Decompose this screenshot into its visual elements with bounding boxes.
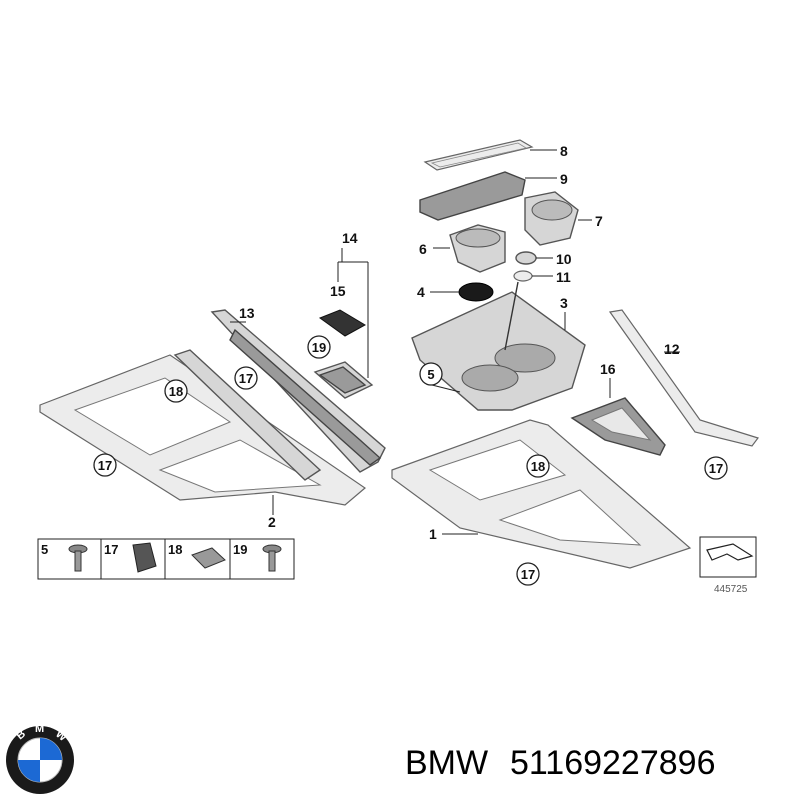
insert-part-10	[515, 251, 537, 265]
callout-4: 4	[417, 284, 425, 300]
circled-label-5: 5	[419, 362, 443, 386]
svg-text:19: 19	[312, 340, 326, 355]
circled-label-17-left-top: 17	[234, 366, 258, 390]
arrow-icon	[706, 543, 754, 561]
legend-number-17: 17	[104, 542, 118, 557]
part-number: 51169227896	[510, 744, 715, 782]
callout-9: 9	[560, 171, 568, 187]
callout-1: 1	[429, 526, 437, 542]
legend-number-19: 19	[233, 542, 247, 557]
callout-numbers: 8 9 7 6 10 11 4 3 12 16 14 15 13 2 1	[239, 143, 680, 542]
trim-frame-part-2	[39, 354, 366, 506]
reference-box: 445725	[699, 536, 757, 595]
circled-label-17-left-bottom: 17	[93, 453, 117, 477]
trim-strip-part-13	[210, 309, 386, 473]
reference-number: 445725	[714, 584, 748, 595]
console-inner-frame	[173, 349, 322, 481]
callout-7: 7	[595, 213, 603, 229]
callout-2: 2	[268, 514, 276, 530]
callout-11: 11	[556, 269, 571, 285]
svg-text:5: 5	[427, 367, 434, 382]
callout-14: 14	[342, 230, 358, 246]
callout-6: 6	[419, 241, 427, 257]
callout-8: 8	[560, 143, 568, 159]
fastener-legend: 5 17 18 19	[37, 538, 295, 580]
bmw-logo: B M W	[6, 723, 74, 794]
circled-label-18-right: 18	[526, 454, 550, 478]
svg-text:18: 18	[531, 459, 545, 474]
svg-text:17: 17	[98, 458, 112, 473]
callout-15: 15	[330, 283, 346, 299]
disc-part-4	[458, 282, 494, 302]
cover-part-8	[423, 139, 534, 171]
circled-numbers: 18 17 19 17 5 17 18 17	[93, 335, 728, 586]
screw-icon	[68, 544, 88, 572]
tray-part-6	[449, 224, 506, 273]
circled-label-17-bottom: 17	[516, 562, 540, 586]
brand-part-label: BMW 51169227896	[405, 744, 715, 782]
side-trim-part-12	[608, 309, 759, 447]
circled-label-19: 19	[307, 335, 331, 359]
leader-lines	[230, 149, 680, 535]
brand-name: BMW	[405, 744, 488, 782]
circled-label-18-left: 18	[164, 379, 188, 403]
bezel-part-16	[570, 397, 666, 456]
lid-part-9	[419, 171, 526, 221]
svg-text:17: 17	[709, 461, 723, 476]
callout-13: 13	[239, 305, 255, 321]
screw-icon	[262, 544, 282, 572]
legend-number-18: 18	[168, 542, 182, 557]
storage-tray-part-14	[313, 361, 374, 399]
circled-label-17-right: 17	[704, 456, 728, 480]
nut-clip-icon	[191, 547, 226, 569]
cup-holder-part-7	[524, 191, 579, 246]
logo-letter-m: M	[35, 723, 44, 735]
callout-16: 16	[600, 361, 616, 377]
callout-10: 10	[556, 251, 572, 267]
mat-part-15	[318, 309, 367, 337]
svg-text:17: 17	[239, 371, 253, 386]
svg-text:18: 18	[169, 384, 183, 399]
svg-text:17: 17	[521, 567, 535, 582]
console-base-part-3	[411, 281, 586, 411]
callout-12: 12	[664, 341, 680, 357]
callout-3: 3	[560, 295, 568, 311]
insert-part-11	[513, 270, 533, 282]
clip-icon	[132, 542, 157, 573]
legend-number-5: 5	[41, 542, 48, 557]
trim-frame-part-1	[391, 419, 692, 569]
